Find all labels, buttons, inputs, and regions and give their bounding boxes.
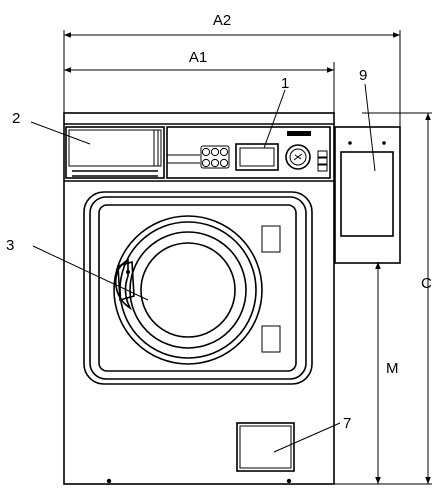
callout-2: 2 (12, 110, 91, 145)
program-knob (285, 131, 311, 170)
part-2-label: 2 (12, 110, 20, 127)
dim-m-label: M (386, 360, 399, 377)
part-3-label: 3 (6, 237, 14, 254)
payment-box (334, 126, 401, 264)
program-buttons (200, 145, 230, 169)
control-panel (65, 126, 331, 179)
dim-c-label: C (421, 275, 432, 292)
part-9-label: 9 (359, 67, 367, 84)
machine-body (63, 112, 335, 485)
dim-a2-label: A2 (213, 12, 231, 29)
callout-9: 9 (359, 67, 376, 172)
callout-1: 1 (263, 75, 289, 149)
detergent-drawer (65, 126, 165, 179)
callout-7: 7 (273, 415, 351, 453)
dimension-a2: A2 (63, 12, 401, 135)
dimension-a1: A1 (64, 49, 335, 118)
part-1-label: 1 (281, 75, 289, 92)
dim-a1-label: A1 (189, 49, 207, 66)
display (235, 143, 279, 171)
part-7-label: 7 (343, 415, 351, 432)
door-assembly (83, 191, 313, 385)
dimension-m: M (375, 262, 399, 484)
callout-3: 3 (6, 237, 149, 301)
access-panel (236, 422, 295, 472)
